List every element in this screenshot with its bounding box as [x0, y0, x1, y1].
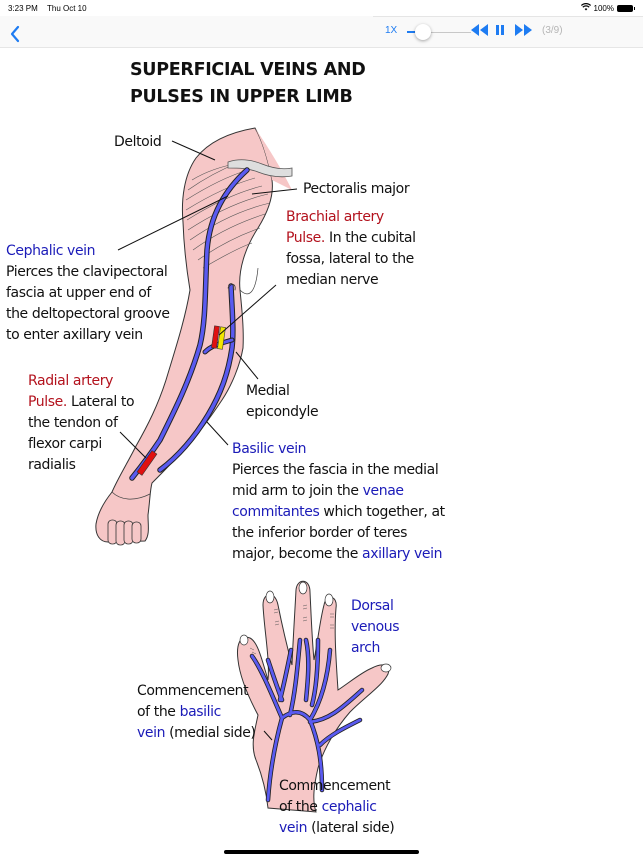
- cephalic-vein-line4: to enter axillary vein: [6, 327, 143, 343]
- radial-artery-line2: the tendon of: [28, 415, 118, 431]
- knuckle-marks: [249, 604, 334, 655]
- radial-artery-marker: [136, 450, 158, 476]
- battery-icon: [617, 4, 635, 12]
- radial-artery-line1: Pulse. Lateral to: [28, 392, 135, 413]
- cephalic-vein-line2: fascia at upper end of: [6, 285, 151, 301]
- battery-percent: 100%: [593, 3, 614, 13]
- audio-player: 1X (3/9): [373, 16, 643, 48]
- chevron-left-icon: [10, 25, 20, 43]
- comm-cephalic-text-3b: (lateral side): [307, 820, 395, 836]
- median-nerve-marker: [217, 326, 226, 350]
- veins: [129, 167, 250, 481]
- home-indicator[interactable]: [224, 850, 419, 854]
- page-indicator: (3/9): [542, 25, 563, 36]
- brachial-artery-line1: Pulse. In the cubital: [286, 228, 416, 249]
- comm-basilic-line1: Commencement: [137, 683, 249, 699]
- term-venae: venae: [362, 483, 404, 499]
- dorsal-line2: venous: [351, 619, 400, 635]
- label-deltoid: Deltoid: [114, 134, 162, 150]
- radial-artery-line3: flexor carpi: [28, 436, 102, 452]
- dorsal-line1: Dorsal: [351, 598, 394, 614]
- arm-drawing: [95, 127, 293, 546]
- pulse-markers: [136, 325, 226, 476]
- basilic-text-5a: major, become the: [232, 546, 363, 562]
- comm-basilic-line2: of the basilic: [137, 702, 221, 723]
- hand-leader-lines: [263, 730, 273, 741]
- medial-epicondyle-line2: epicondyle: [246, 404, 319, 420]
- basilic-vein-line4: the inferior border of teres: [232, 525, 408, 541]
- term-vein: vein: [137, 725, 166, 741]
- basilic-vein-line2: mid arm to join the venae: [232, 481, 404, 502]
- basilic-vein-heading: Basilic vein: [232, 441, 307, 457]
- slider-thumb[interactable]: [415, 24, 431, 40]
- wrist-crease: [111, 491, 151, 500]
- wifi-icon: [580, 3, 591, 13]
- dorsal-line3: arch: [351, 640, 380, 656]
- comm-cephalic-text-2a: of the: [279, 799, 322, 815]
- basilic-text-2a: mid arm to join the: [232, 483, 363, 499]
- fingernails: [239, 581, 392, 673]
- term-vein: vein: [279, 820, 308, 836]
- radial-text-1: Lateral to: [66, 394, 135, 410]
- term-axillary-vein: axillary vein: [362, 546, 443, 562]
- basilic-vein-line1: Pierces the fascia in the medial: [232, 462, 439, 478]
- term-cephalic: cephalic: [321, 799, 377, 815]
- basilic-vein-line3: commitantes which together, at: [232, 502, 445, 523]
- title-line-2: PULSES IN UPPER LIMB: [130, 87, 353, 107]
- cephalic-vein-line1: Pierces the clavipectoral: [6, 264, 168, 280]
- pause-button[interactable]: [495, 24, 505, 39]
- comm-cephalic-line1: Commencement: [279, 778, 391, 794]
- figure-title: SUPERFICIAL VEINS AND PULSES IN UPPER LI…: [130, 57, 430, 111]
- brachial-artery-line3: median nerve: [286, 272, 379, 288]
- hand-veins: [249, 637, 365, 803]
- brachial-artery-heading: Brachial artery: [286, 209, 384, 225]
- arm-outline: [95, 127, 273, 543]
- pulse-word: Pulse.: [286, 230, 325, 246]
- cephalic-vein-line3: the deltopectoral groove: [6, 306, 170, 322]
- brachial-artery-marker: [211, 325, 220, 349]
- radial-artery-heading: Radial artery: [28, 373, 113, 389]
- rewind-button[interactable]: [470, 23, 490, 40]
- pause-icon: [496, 25, 504, 35]
- term-basilic: basilic: [179, 704, 222, 720]
- hand-fingers: [107, 519, 142, 546]
- dorsal-venous-arch: [250, 638, 364, 802]
- comm-basilic-line3: vein (medial side): [137, 723, 256, 744]
- pulse-word: Pulse.: [28, 394, 67, 410]
- nav-bar: 1X (3/9): [0, 16, 643, 48]
- cephalic-vein-heading: Cephalic vein: [6, 243, 96, 259]
- comm-cephalic-line3: vein (lateral side): [279, 818, 395, 839]
- comm-basilic-text-2a: of the: [137, 704, 180, 720]
- back-button[interactable]: [6, 19, 21, 50]
- elbow-crease: [239, 267, 259, 295]
- term-commitantes: commitantes: [232, 504, 320, 520]
- radial-artery-line4: radialis: [28, 457, 76, 473]
- medial-epicondyle-line1: Medial: [246, 383, 290, 399]
- status-time: 3:23 PM: [8, 4, 38, 13]
- title-line-1: SUPERFICIAL VEINS AND: [130, 60, 366, 80]
- playback-slider[interactable]: [407, 24, 471, 40]
- basilic-vein-line5: major, become the axillary vein: [232, 544, 443, 565]
- brachial-artery-line2: fossa, lateral to the: [286, 251, 414, 267]
- status-bar: 3:23 PM Thu Oct 10 100%: [0, 0, 643, 16]
- playback-speed-button[interactable]: 1X: [385, 25, 398, 36]
- comm-cephalic-line2: of the cephalic: [279, 797, 377, 818]
- comm-basilic-text-3b: (medial side): [165, 725, 256, 741]
- fast-forward-icon: [515, 24, 532, 36]
- brachial-text-1: In the cubital: [324, 230, 416, 246]
- status-right: 100%: [580, 3, 635, 13]
- status-date: Thu Oct 10: [47, 4, 87, 13]
- fast-forward-button[interactable]: [513, 23, 533, 40]
- basilic-text-3b: which together, at: [319, 504, 445, 520]
- leader-lines: [117, 140, 298, 459]
- label-pectoralis-major: Pectoralis major: [303, 181, 410, 197]
- rewind-icon: [471, 24, 488, 36]
